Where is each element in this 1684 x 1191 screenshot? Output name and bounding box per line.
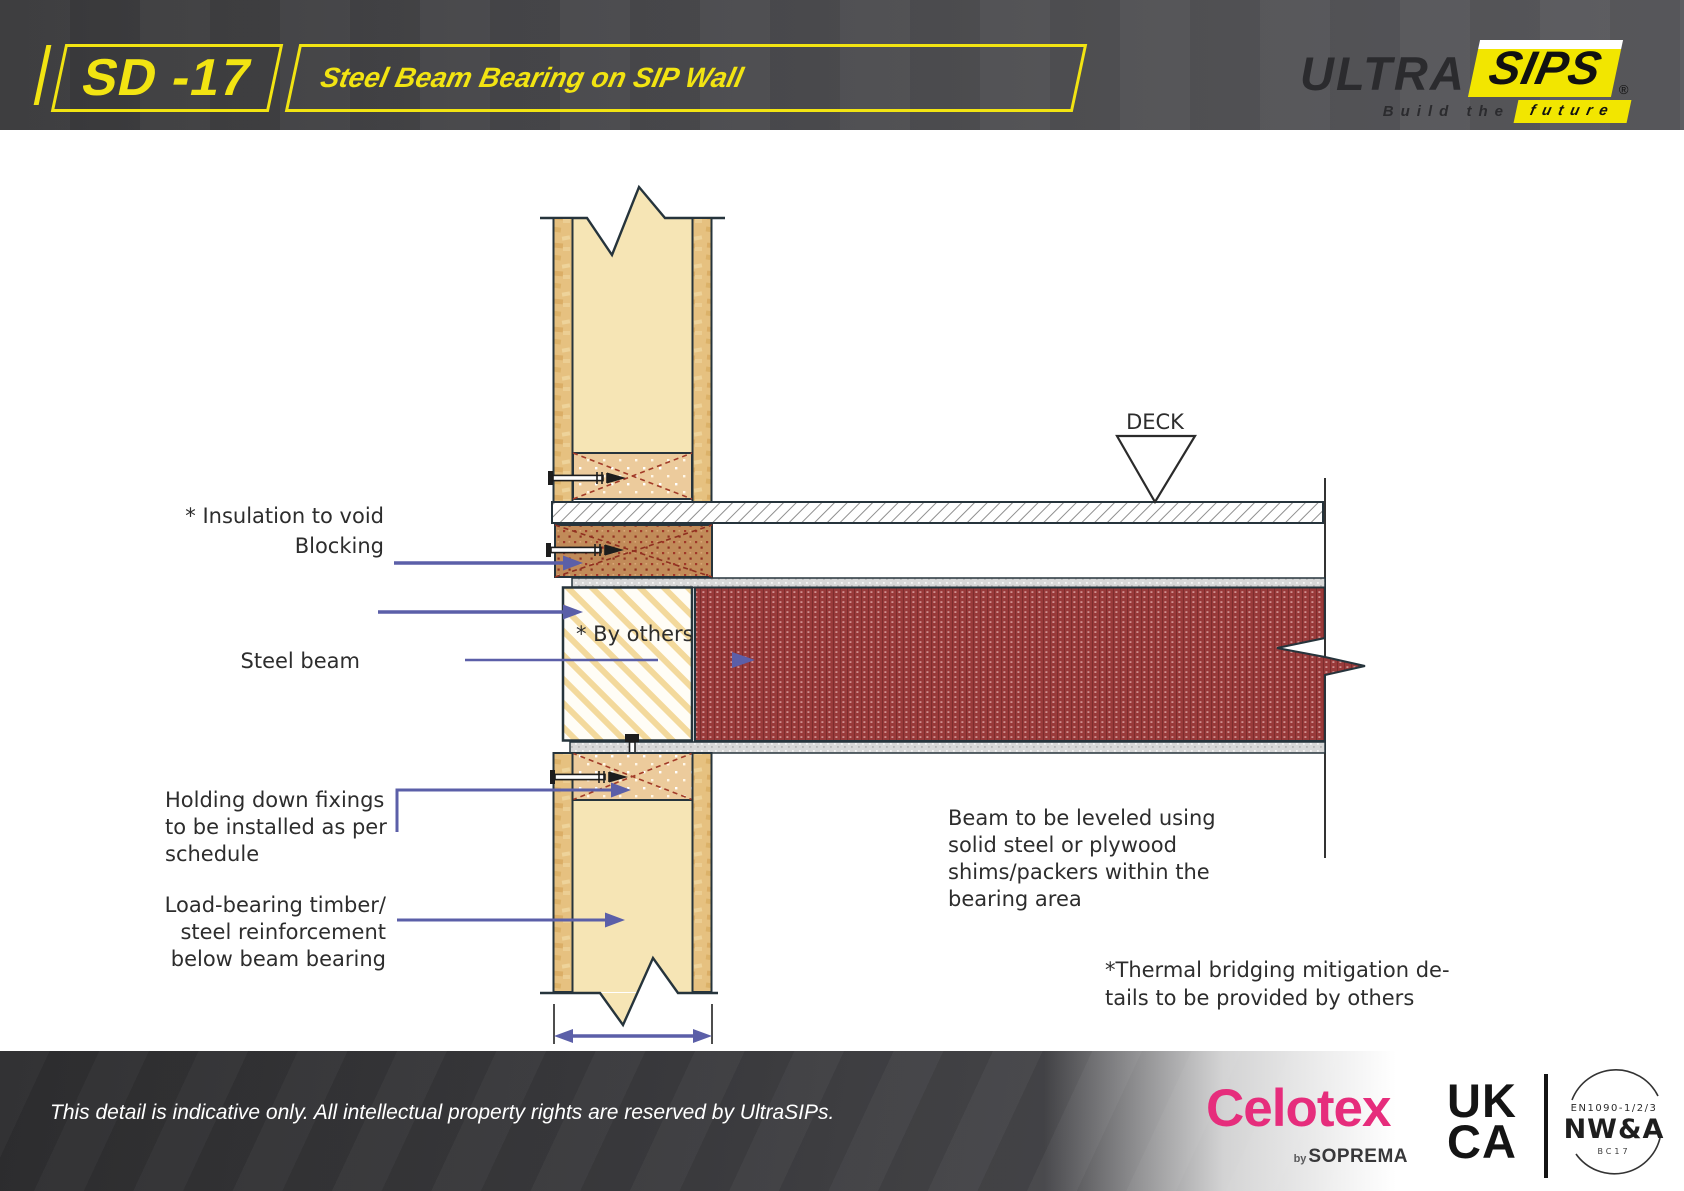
detail-code-badge: SD -17 xyxy=(50,44,284,112)
wall-facing-left-upper xyxy=(552,217,574,503)
sip-wall-upper xyxy=(540,184,725,503)
steel-beam-elevation xyxy=(694,586,1366,742)
svg-text:solid steel or plywood: solid steel or plywood xyxy=(948,833,1177,857)
wall-bottom-break-line xyxy=(540,955,718,1028)
ukca-logo: UK CA xyxy=(1447,1074,1517,1169)
logo-ultra-text: ULTRA xyxy=(1300,47,1466,100)
wall-top-break-notch xyxy=(587,218,627,255)
wall-core-upper xyxy=(573,218,692,453)
sip-wall-lower xyxy=(540,752,718,1028)
svg-text:Holding down fixings: Holding down fixings xyxy=(165,788,384,812)
cert-name-text: NW&A xyxy=(1564,1114,1665,1145)
header-band: SD -17 Steel Beam Bearing on SIP Wall UL… xyxy=(0,0,1684,130)
svg-text:schedule: schedule xyxy=(165,842,259,866)
detail-code: SD -17 xyxy=(76,49,258,107)
wall-facing-right-upper xyxy=(691,217,713,503)
deck-label: DECK xyxy=(1126,410,1185,434)
deck-callout: DECK xyxy=(1115,410,1197,505)
by-others-label: * By others xyxy=(576,622,694,646)
beam-leveled-note: Beam to be leveled using solid steel or … xyxy=(948,806,1216,911)
ultrasips-logo: ULTRA SIPS ® Build the future xyxy=(1300,40,1631,123)
svg-text:Load-bearing timber/: Load-bearing timber/ xyxy=(165,893,387,917)
wall-core-lower xyxy=(573,800,692,992)
page-title: Steel Beam Bearing on SIP Wall xyxy=(317,62,747,93)
leaders xyxy=(378,561,658,922)
svg-text:below beam bearing: below beam bearing xyxy=(171,947,386,971)
void-blocking xyxy=(554,524,713,578)
deck-arrow-icon xyxy=(1115,434,1197,505)
steel-beam-label: Steel beam xyxy=(241,649,361,673)
logo-tagline-left: Build the xyxy=(1382,103,1510,120)
svg-text:to be installed as per: to be installed as per xyxy=(165,815,387,839)
beam-section-by-others: * By others xyxy=(561,586,694,742)
logo-divider xyxy=(1544,1074,1548,1178)
svg-text:bearing area: bearing area xyxy=(948,887,1082,911)
beam-top-flange xyxy=(571,577,1326,589)
thermal-bridging-note: *Thermal bridging mitigation de- tails t… xyxy=(1105,958,1450,1010)
leader-arrowhead-icon xyxy=(732,652,755,668)
wall-width-dimension xyxy=(553,1004,713,1044)
beam-bottom-flange xyxy=(569,741,1326,754)
leader-arrowheads xyxy=(563,555,631,928)
wall-bottom-break-spike xyxy=(600,993,638,1025)
wall-facing-right-lower xyxy=(691,752,713,993)
blocking-label: Blocking xyxy=(295,534,384,558)
cert-code-text: BC17 xyxy=(1597,1147,1630,1156)
nwa-cert-mark: EN1090-1/2/3 NW&A BC17 xyxy=(1564,1069,1665,1175)
wall-bottom-break-notch xyxy=(637,958,678,993)
load-bearing-label: Load-bearing timber/ steel reinforcement… xyxy=(165,893,387,971)
svg-text:Beam to be leveled using: Beam to be leveled using xyxy=(948,806,1216,830)
title-badge: Steel Beam Bearing on SIP Wall xyxy=(284,44,1088,112)
dimension-arrow-right-icon xyxy=(693,1029,712,1043)
holding-down-label: Holding down fixings to be installed as … xyxy=(165,788,387,866)
svg-text:tails to be provided by others: tails to be provided by others xyxy=(1105,986,1414,1010)
cert-arc-bottom xyxy=(1575,1137,1661,1175)
disclaimer-text: This detail is indicative only. All inte… xyxy=(50,1101,835,1124)
footer-logo-panel xyxy=(1044,1051,1684,1191)
wall-top-break-line xyxy=(540,184,725,258)
cert-arc-top xyxy=(1571,1069,1659,1101)
logo-sips-box: SIPS xyxy=(1467,40,1623,97)
registered-mark-icon: ® xyxy=(1618,82,1629,97)
svg-text:shims/packers within the: shims/packers within the xyxy=(948,860,1210,884)
logo-tagline-box: future xyxy=(1513,100,1631,123)
footer-band: This detail is indicative only. All inte… xyxy=(0,1051,1684,1191)
svg-text:*Thermal bridging mitigation d: *Thermal bridging mitigation de- xyxy=(1105,958,1450,982)
deck-strip xyxy=(551,501,1324,524)
dimension-arrow-left-icon xyxy=(554,1029,573,1043)
celotex-logo: Celotex xyxy=(1206,1079,1391,1138)
svg-text:steel reinforcement: steel reinforcement xyxy=(180,920,386,944)
insulation-label: * Insulation to void xyxy=(185,504,384,528)
cert-standard-text: EN1090-1/2/3 xyxy=(1571,1103,1658,1114)
